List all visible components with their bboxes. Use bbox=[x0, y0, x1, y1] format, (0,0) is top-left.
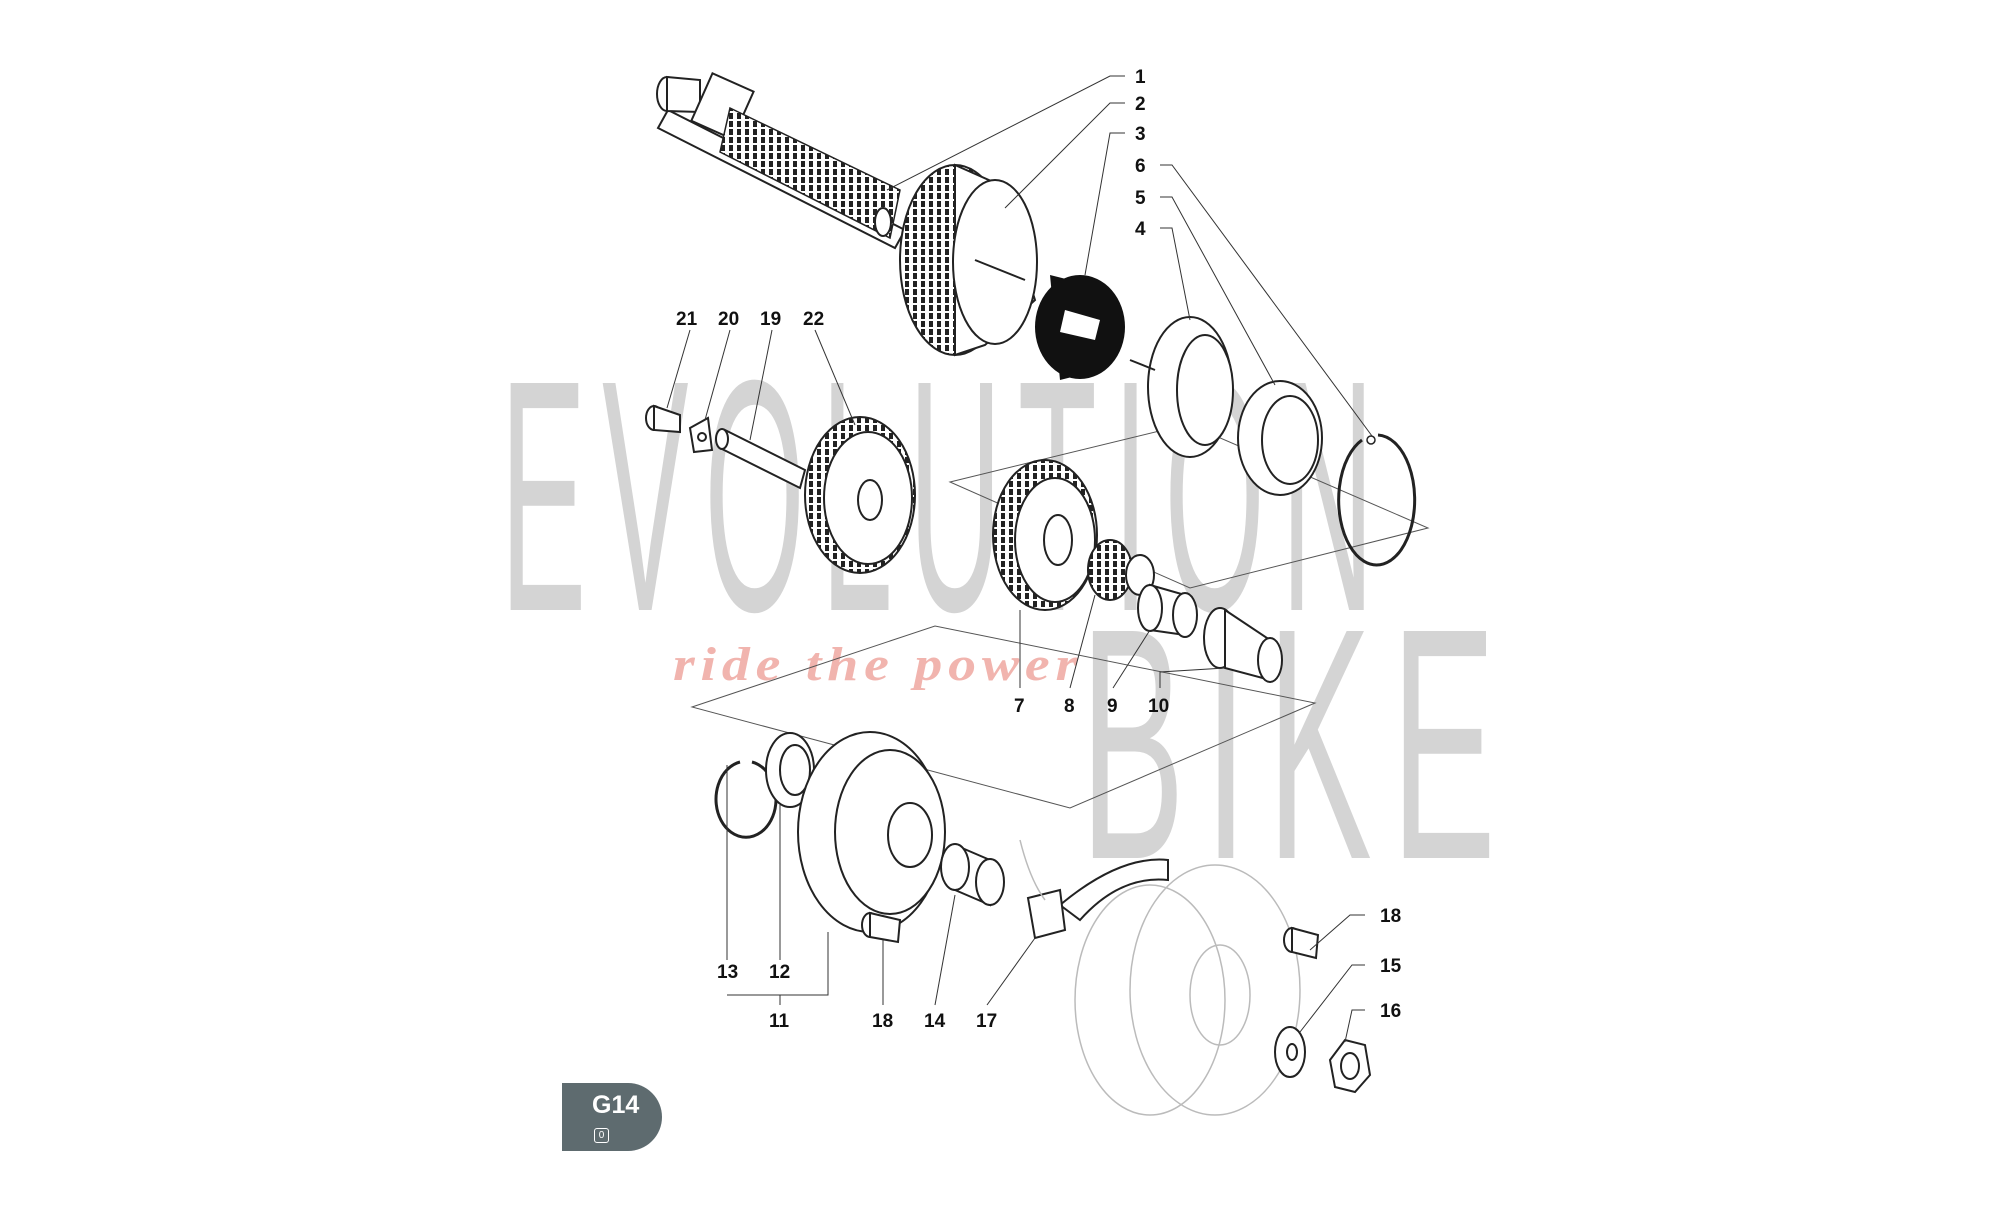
callout-22: 22 bbox=[803, 309, 824, 330]
leader-11-bracket bbox=[727, 960, 829, 996]
callout-16: 16 bbox=[1380, 1001, 1401, 1022]
watermark: EVOLUTION BIKE ride the power bbox=[500, 311, 1475, 928]
part-9-sleeve bbox=[1137, 583, 1198, 638]
part-3-damper bbox=[1035, 275, 1125, 380]
part-15-washer bbox=[1274, 1026, 1306, 1078]
part-12-bearing bbox=[765, 732, 815, 808]
leader-2 bbox=[1004, 102, 1125, 209]
part-10-bushing bbox=[1203, 607, 1283, 683]
callouts: 1 2 3 6 5 4 21 20 19 22 7 8 9 10 13 12 1… bbox=[676, 67, 1402, 1032]
leader-10 bbox=[1159, 667, 1226, 688]
callout-4: 4 bbox=[1135, 219, 1146, 240]
callout-21: 21 bbox=[676, 309, 698, 330]
part-20-tab bbox=[688, 416, 714, 454]
flywheel bbox=[1019, 839, 1301, 1116]
callout-19: 19 bbox=[760, 309, 781, 330]
leader-18-right bbox=[1309, 914, 1365, 951]
leader-19 bbox=[749, 329, 773, 441]
leader-15 bbox=[1299, 964, 1365, 1033]
part-22-gear bbox=[804, 416, 916, 574]
leader-14 bbox=[934, 894, 956, 1006]
callout-3: 3 bbox=[1135, 124, 1146, 145]
leader-9 bbox=[1112, 629, 1151, 689]
leader-6 bbox=[1160, 164, 1373, 437]
leader-17 bbox=[986, 937, 1036, 1006]
part-7-gear bbox=[992, 459, 1098, 611]
part-5-bearing bbox=[1237, 380, 1323, 496]
part-4-clutch-housing bbox=[1129, 316, 1234, 458]
callout-9: 9 bbox=[1107, 696, 1118, 717]
leader-5 bbox=[1160, 196, 1276, 386]
leader-lines bbox=[666, 75, 1373, 1043]
leader-8 bbox=[1069, 594, 1096, 689]
callout-18-left: 18 bbox=[872, 1011, 893, 1032]
part-2-gear-housing bbox=[899, 163, 1038, 357]
part-17-bracket bbox=[1026, 858, 1169, 940]
part-11-cover bbox=[797, 731, 946, 933]
leader-16 bbox=[1344, 1009, 1365, 1043]
leader-4 bbox=[1160, 227, 1191, 321]
leader-3 bbox=[1084, 132, 1125, 276]
callout-11: 11 bbox=[769, 1011, 790, 1032]
badge-code: G14 bbox=[592, 1091, 640, 1119]
callout-12: 12 bbox=[769, 962, 790, 983]
part-18-bolt-right bbox=[1283, 926, 1320, 960]
frame-lower bbox=[690, 625, 1317, 809]
part-16-nut bbox=[1328, 1038, 1372, 1094]
callout-20: 20 bbox=[718, 309, 739, 330]
callout-5: 5 bbox=[1135, 188, 1146, 209]
leader-21 bbox=[666, 329, 691, 409]
callout-14: 14 bbox=[924, 1011, 946, 1032]
leader-22 bbox=[814, 329, 856, 426]
callout-15: 15 bbox=[1380, 956, 1402, 977]
callout-8: 8 bbox=[1064, 696, 1075, 717]
callout-6: 6 bbox=[1135, 156, 1146, 177]
watermark-tagline: ride the power bbox=[673, 638, 1083, 691]
part-6-circlip bbox=[1337, 433, 1417, 567]
callout-13: 13 bbox=[717, 962, 738, 983]
callout-1: 1 bbox=[1135, 67, 1146, 88]
part-19-pin bbox=[715, 428, 807, 490]
part-21-bolt bbox=[645, 404, 681, 434]
part-1-shaft bbox=[656, 71, 907, 250]
diagram-code-badge: G14 0 bbox=[562, 1083, 662, 1151]
badge-sub: 0 bbox=[594, 1128, 609, 1143]
callout-17: 17 bbox=[976, 1011, 997, 1032]
leader-20 bbox=[704, 329, 731, 421]
leader-1 bbox=[886, 75, 1125, 191]
callout-10: 10 bbox=[1148, 696, 1169, 717]
callout-18-right: 18 bbox=[1380, 906, 1401, 927]
part-14-sleeve bbox=[940, 843, 1005, 907]
callout-7: 7 bbox=[1014, 696, 1025, 717]
part-18-bolt-left bbox=[861, 911, 902, 944]
callout-2: 2 bbox=[1135, 94, 1146, 115]
